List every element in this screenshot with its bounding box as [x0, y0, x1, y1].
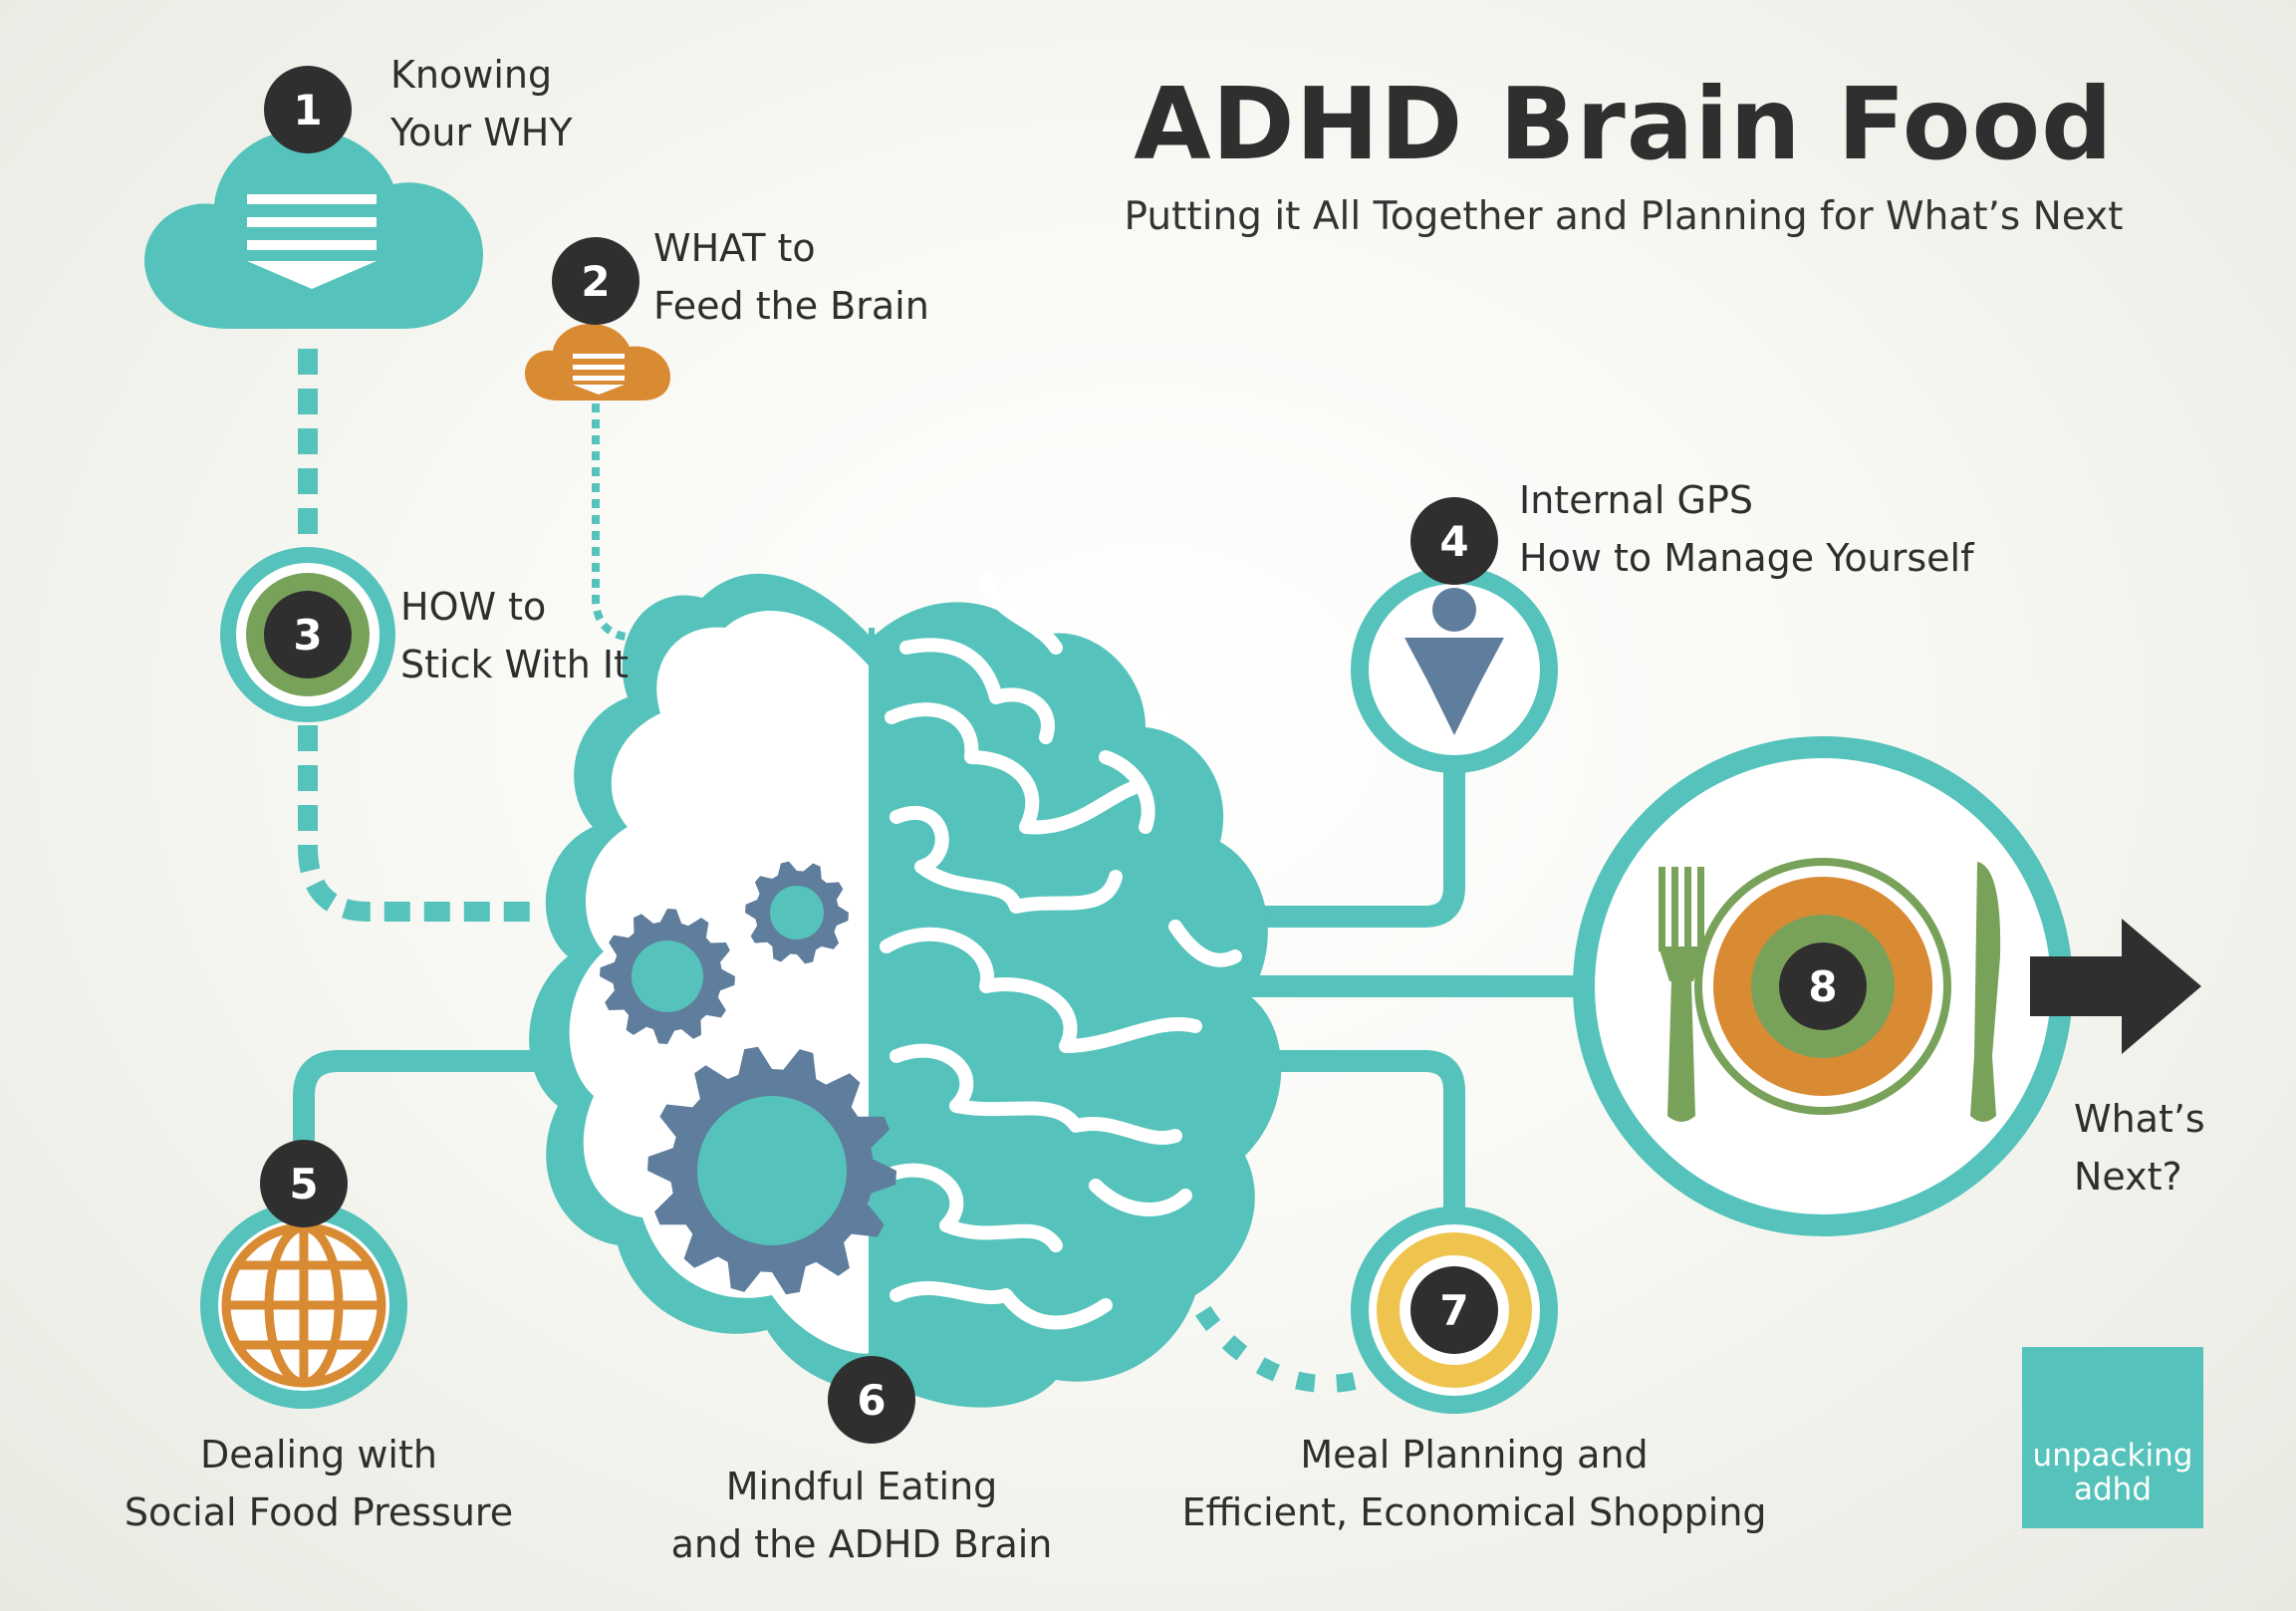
step-1-label: Knowing Your WHY — [390, 53, 573, 154]
step-7-label: Meal Planning and Efficient, Economical … — [1181, 1433, 1767, 1534]
arrow-right-icon — [2030, 919, 2201, 1054]
step-7-badge: 7 — [1410, 1266, 1498, 1354]
gear-icon — [647, 1046, 896, 1295]
globe-icon — [221, 1222, 386, 1388]
brain-folds — [880, 571, 1242, 1330]
connector-lines — [293, 349, 1584, 1393]
page-subtitle: Putting it All Together and Planning for… — [1124, 194, 2124, 239]
fork-icon — [1658, 867, 1704, 1122]
number-badges: 1 2 3 4 5 6 7 8 — [260, 66, 1867, 1444]
step-6-badge: 6 — [828, 1356, 915, 1444]
gear-icon — [745, 861, 849, 964]
connector-brain-7-dotted — [1176, 1271, 1379, 1393]
step-3-label: HOW to Stick With It — [400, 585, 630, 686]
step-2-number: 2 — [581, 257, 610, 306]
step-5-badge: 5 — [260, 1140, 348, 1227]
step-2-badge: 2 — [552, 237, 639, 325]
step-4-number: 4 — [1439, 517, 1468, 566]
person-icon — [1404, 588, 1504, 735]
step-3-number: 3 — [293, 611, 322, 660]
step-8-badge: 8 — [1779, 942, 1867, 1030]
knife-icon — [1970, 862, 2001, 1122]
step-7-number: 7 — [1439, 1286, 1468, 1335]
step-4-badge: 4 — [1410, 497, 1498, 585]
step-4-label: Internal GPS How to Manage Yourself — [1519, 478, 1974, 580]
connector-brain-7 — [1235, 1050, 1465, 1210]
page-title: ADHD Brain Food — [1134, 66, 2114, 182]
gear-icon — [600, 909, 735, 1044]
step-2-label: WHAT to Feed the Brain — [653, 226, 929, 328]
unpacking-adhd-logo: unpacking adhd — [2022, 1347, 2203, 1528]
step-1-badge: 1 — [264, 66, 352, 153]
step-6-label: Mindful Eating and the ADHD Brain — [670, 1465, 1053, 1566]
small-cloud-download-icon — [525, 324, 670, 401]
step-1-number: 1 — [293, 86, 322, 134]
connector-brain-5 — [293, 1050, 538, 1176]
step-5-number: 5 — [289, 1160, 318, 1208]
gears — [600, 861, 896, 1295]
cloud-download-icon — [144, 130, 483, 329]
step-5-label: Dealing with Social Food Pressure — [124, 1433, 514, 1534]
step-3-badge: 3 — [264, 591, 352, 678]
step-6-number: 6 — [857, 1376, 886, 1425]
connector-brain-4 — [1235, 757, 1465, 928]
step-8-number: 8 — [1808, 962, 1837, 1011]
step-8-label: What’s Next? — [2074, 1097, 2205, 1199]
connector-3-brain — [298, 725, 543, 922]
